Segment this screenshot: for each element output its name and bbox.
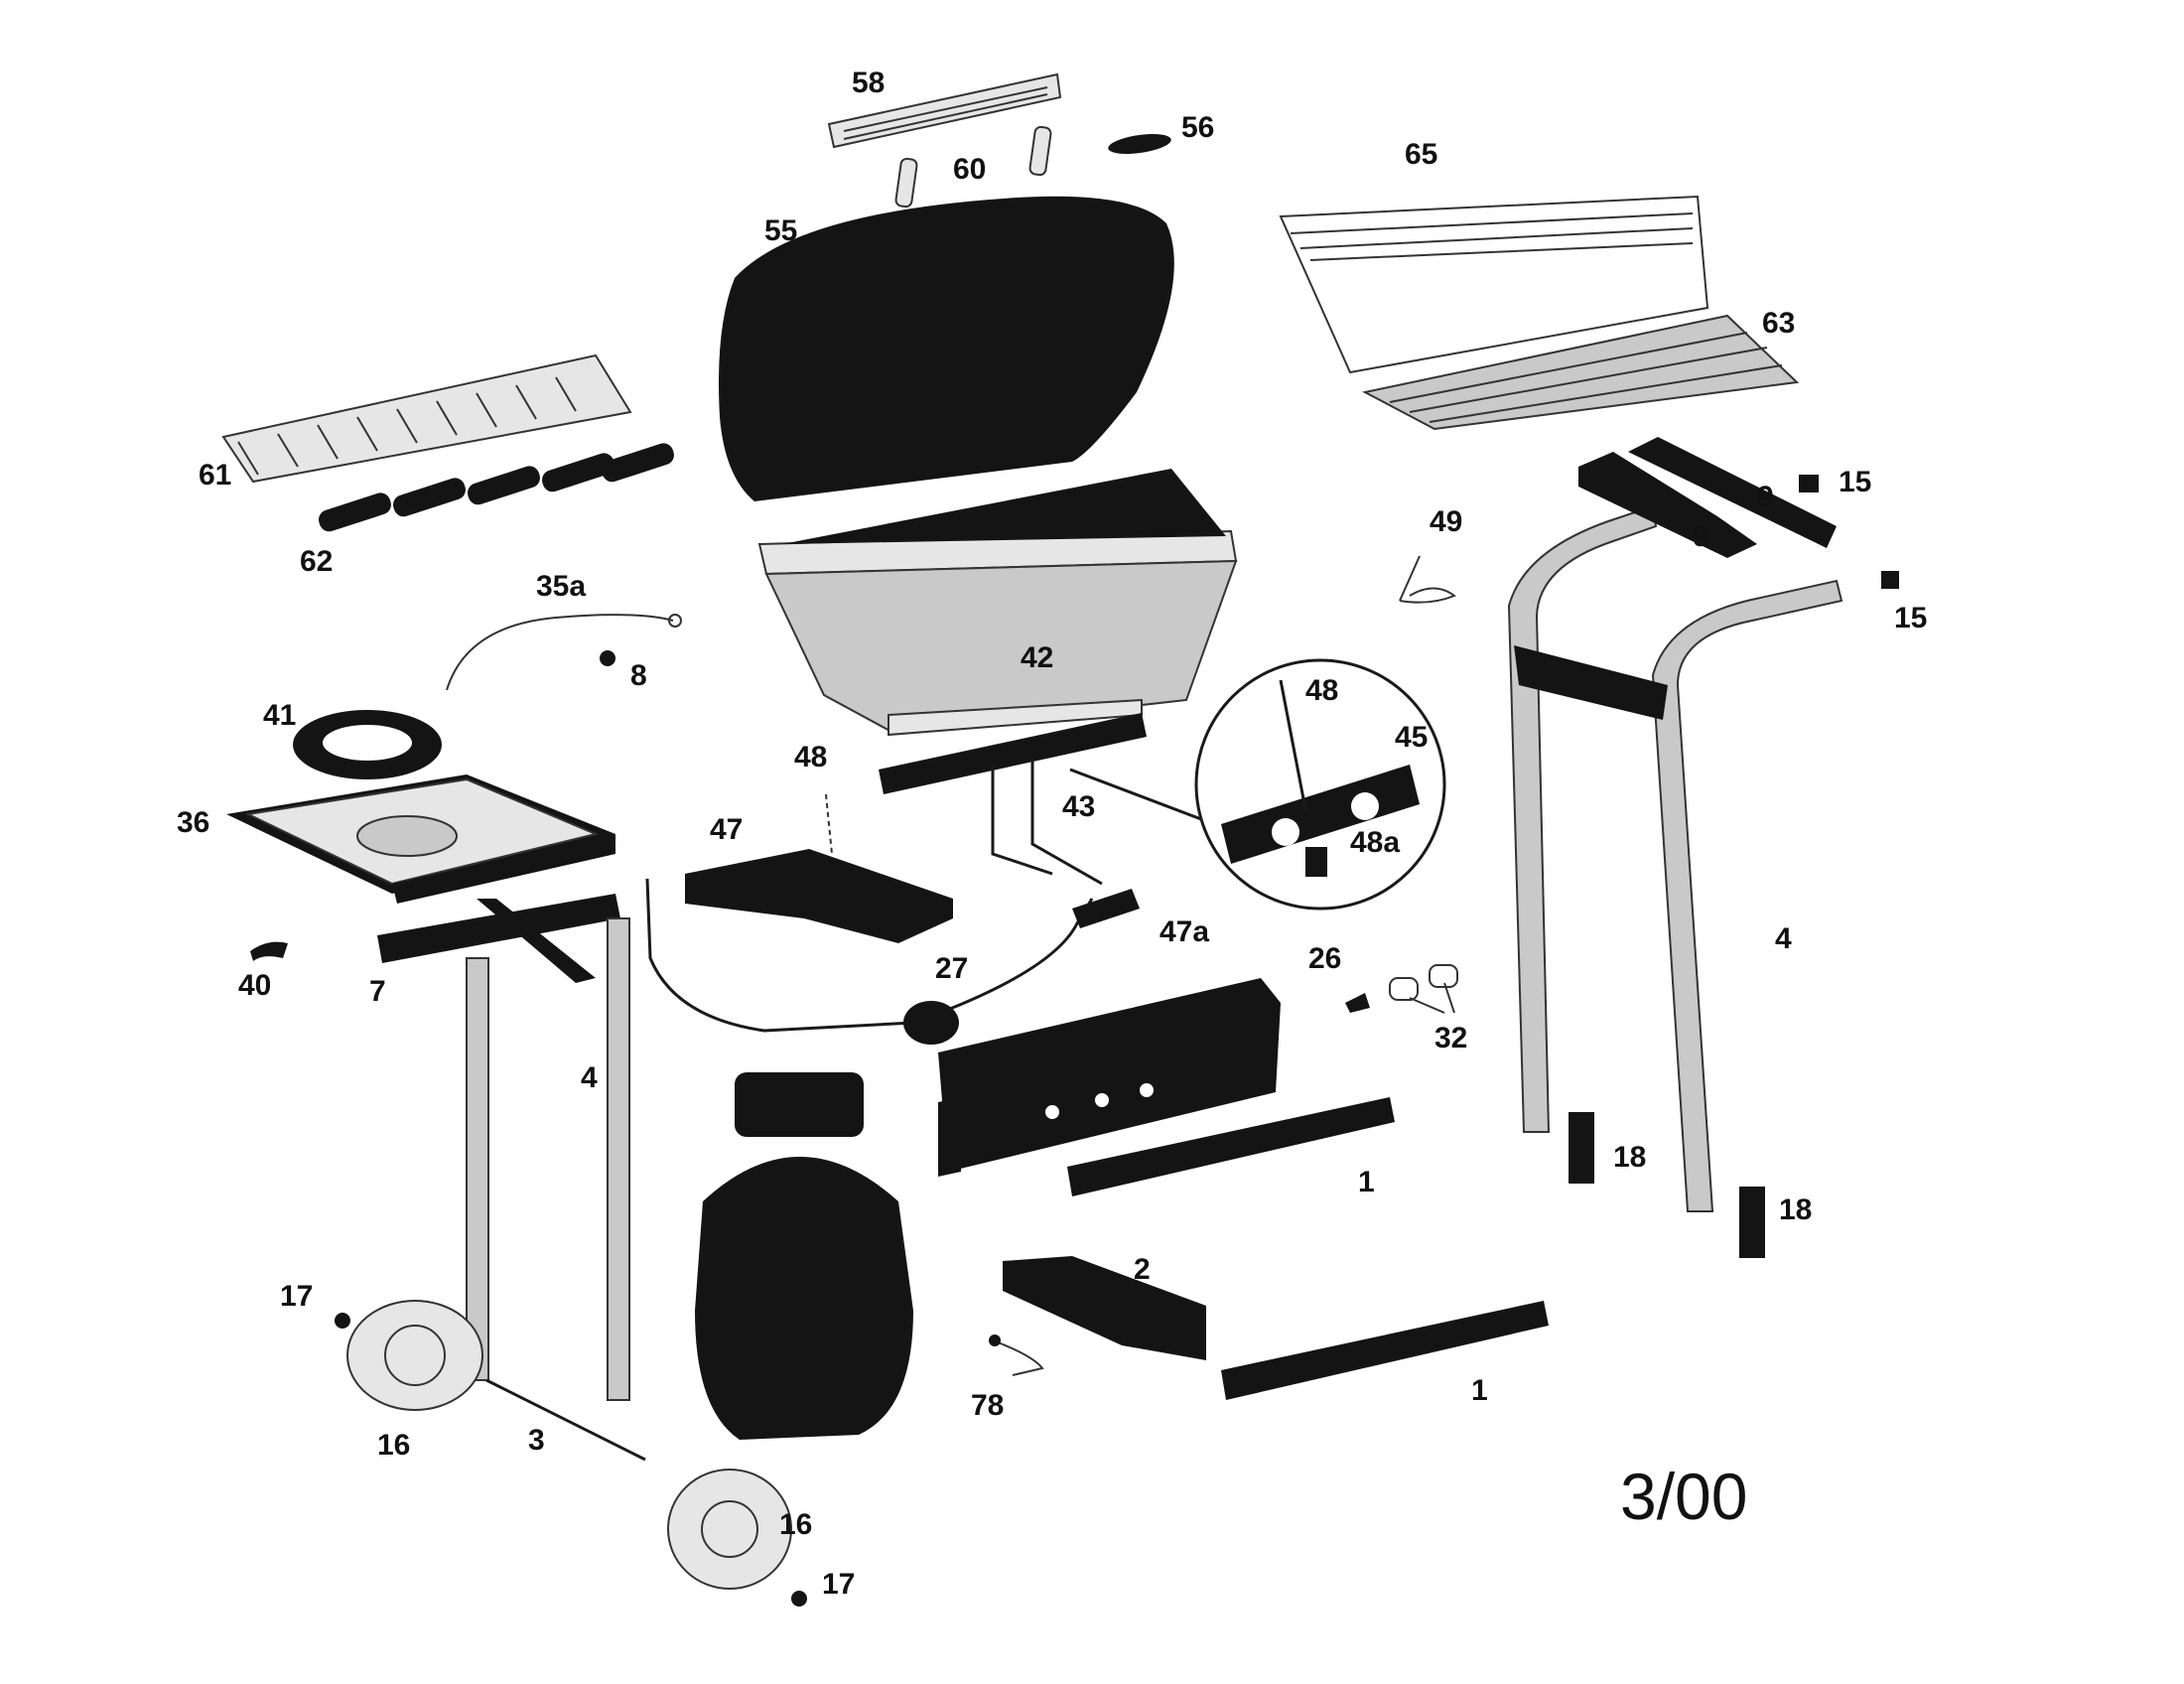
part-47-heat-shield: [685, 849, 953, 943]
detail-inset-45: [1069, 658, 1446, 911]
part-56-logo: [1108, 134, 1171, 154]
label-48: 48: [794, 741, 827, 773]
part-40-knob: [250, 941, 288, 961]
part-1-rail-lower: [1221, 1301, 1549, 1400]
part-7-support: [377, 894, 620, 983]
label-17-left: 17: [280, 1280, 313, 1313]
part-26-fitting: [1345, 993, 1370, 1013]
part-55-lid: [719, 196, 1174, 501]
label-9-b: 9: [1693, 520, 1709, 553]
part-16-wheel-left: [346, 1300, 483, 1411]
part-78-clip: [992, 1339, 1044, 1376]
part-18-foot-b: [1739, 1187, 1765, 1258]
label-15-b: 15: [1894, 602, 1927, 634]
part-41-side-burner: [293, 710, 442, 779]
label-63: 63: [1762, 307, 1795, 340]
label-35a: 35a: [536, 570, 586, 603]
part-43-burner: [879, 713, 1147, 886]
date-code: 3/00: [1620, 1460, 1747, 1533]
part-61-side-grate: [221, 353, 632, 484]
label-42: 42: [1021, 641, 1053, 674]
label-36: 36: [177, 806, 209, 839]
part-60-handle-posts: [894, 125, 1052, 209]
label-43: 43: [1062, 790, 1095, 823]
label-47: 47: [710, 813, 743, 846]
part-4-left-leg: [466, 917, 646, 1462]
part-9-bar-a: [1578, 452, 1757, 558]
part-15-cap-b: [1881, 571, 1899, 589]
part-49-clip: [1399, 555, 1457, 604]
label-58: 58: [852, 67, 885, 99]
part-18-foot-a: [1569, 1112, 1594, 1184]
label-4-left: 4: [581, 1061, 598, 1094]
label-48a: 48a: [1350, 826, 1400, 859]
label-60: 60: [953, 153, 986, 186]
part-4-right-frame: [1507, 504, 1843, 1212]
part-1-rail-upper: [1067, 1097, 1395, 1196]
label-48-detail: 48: [1305, 674, 1338, 707]
part-58-strip: [827, 72, 1062, 149]
part-48-electrode: [825, 793, 833, 855]
part-17-cap-left: [335, 1313, 350, 1329]
part-65-warming-rack: [1279, 195, 1709, 374]
label-78: 78: [971, 1389, 1004, 1422]
label-9-a: 9: [1757, 481, 1774, 513]
label-26: 26: [1308, 942, 1341, 975]
label-16-right: 16: [779, 1508, 812, 1541]
part-47a-valve: [1072, 889, 1140, 928]
part-62-briquettes: [319, 443, 674, 532]
label-18-b: 18: [1779, 1193, 1812, 1226]
label-32: 32: [1434, 1022, 1467, 1054]
label-49: 49: [1430, 505, 1462, 538]
part-9-bar-b: [1628, 437, 1837, 548]
part-36-side-shelf: [226, 774, 615, 904]
label-41: 41: [263, 699, 296, 732]
label-4-right: 4: [1775, 922, 1792, 955]
label-56: 56: [1181, 111, 1214, 144]
label-8: 8: [630, 659, 647, 692]
label-65: 65: [1405, 138, 1437, 171]
part-63-cooking-grate: [1362, 314, 1800, 431]
part-35a-ignitor-wire: [446, 614, 674, 691]
part-15-cap-a: [1799, 475, 1819, 492]
part-8-bolt: [600, 650, 615, 666]
part-32-knobs: [1389, 964, 1458, 1014]
label-47a: 47a: [1160, 915, 1209, 948]
label-40: 40: [238, 969, 271, 1002]
part-42-firebox: [757, 469, 1238, 737]
propane-tank: [695, 1072, 913, 1440]
label-17-right: 17: [822, 1568, 855, 1601]
label-61: 61: [199, 459, 231, 491]
label-3: 3: [528, 1424, 545, 1457]
control-panel: [938, 978, 1281, 1177]
label-27: 27: [935, 952, 968, 985]
part-17-cap-right: [791, 1591, 807, 1607]
label-7: 7: [369, 975, 386, 1008]
label-62: 62: [300, 545, 333, 578]
label-1-lower: 1: [1471, 1374, 1488, 1407]
label-18-a: 18: [1613, 1141, 1646, 1174]
part-2-bracket: [1003, 1256, 1206, 1360]
label-45: 45: [1395, 721, 1428, 754]
label-2: 2: [1134, 1253, 1151, 1286]
part-16-wheel-right: [667, 1469, 792, 1590]
label-1-upper: 1: [1358, 1166, 1375, 1198]
label-15-a: 15: [1839, 466, 1871, 498]
label-16-left: 16: [377, 1429, 410, 1462]
label-55: 55: [764, 214, 797, 247]
